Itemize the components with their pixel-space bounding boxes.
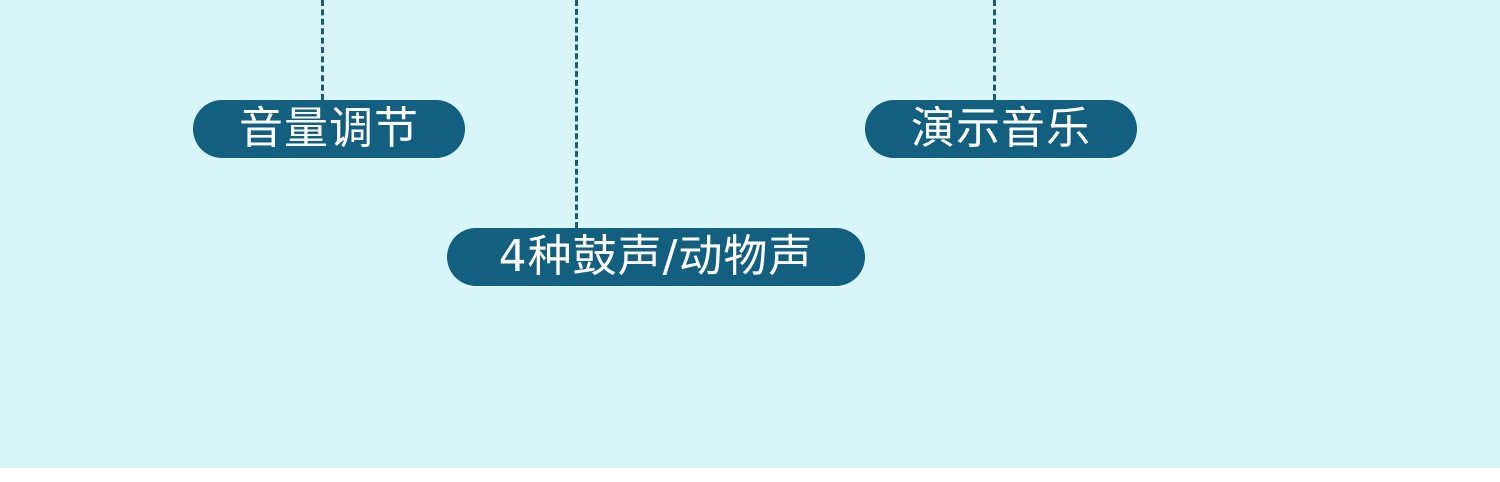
demo-music-label-pill: 演示音乐 [865,100,1137,158]
demo-music-label: 演示音乐 [911,103,1091,154]
drums-animal-label-pill: 4种鼓声/动物声 [447,228,865,286]
volume-label-pill: 音量调节 [193,100,465,158]
drums-connector-line [575,0,578,228]
volume-connector-line [321,0,324,100]
demo-connector-line [993,0,996,100]
volume-label: 音量调节 [239,103,419,154]
drums-animal-label: 4种鼓声/动物声 [498,231,814,282]
